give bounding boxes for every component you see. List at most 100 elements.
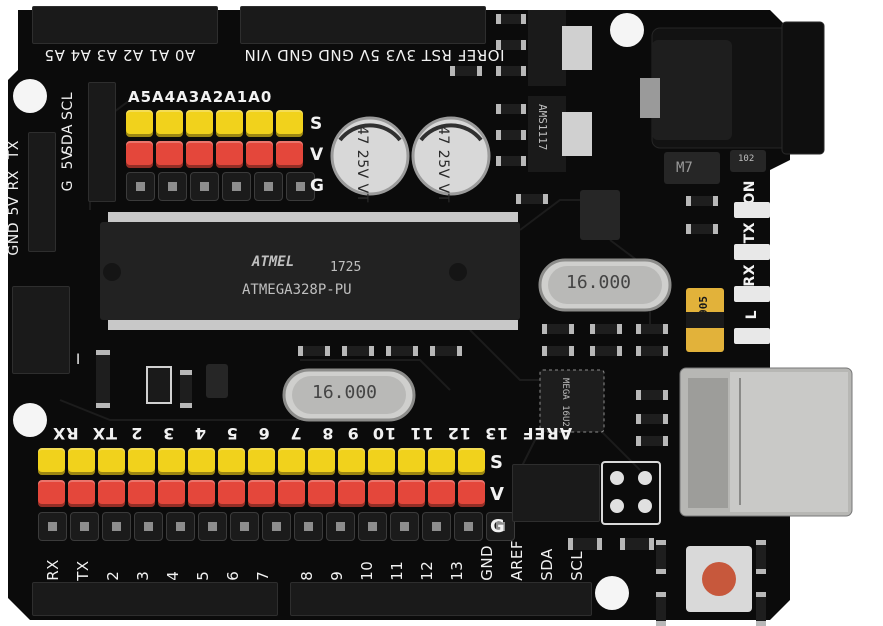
smd-resistor-19 xyxy=(756,540,766,574)
smd-cap-1 xyxy=(496,14,526,24)
digital-mark-v: V xyxy=(490,484,505,505)
smd-resistor-15 xyxy=(636,436,668,446)
mcu-brand: ATMEL xyxy=(252,254,295,270)
analog-mark-v: V xyxy=(310,145,324,165)
mount-hole-tr xyxy=(610,13,644,47)
smd-diode-1 xyxy=(96,350,110,408)
smd-cap-6 xyxy=(496,156,526,166)
uart-label-5v: 5V xyxy=(6,196,22,216)
smd-resistor-3 xyxy=(386,346,418,356)
capacitor-1-label: 47 25V VT xyxy=(354,126,370,203)
digital-top-labels: AREF 13 12 11 10 9 8 7 6 5 4 3 2 TX RX xyxy=(52,424,573,443)
analog-power-row xyxy=(126,141,303,168)
smd-code-102: 102 xyxy=(738,154,755,164)
crystal-secondary-label: 16.000 xyxy=(312,382,378,403)
digital-power-row xyxy=(38,480,485,507)
led-tx xyxy=(734,244,770,260)
icsp-outline xyxy=(601,461,661,525)
mcu-part: ATMEGA328P-PU xyxy=(242,282,352,298)
reset-button-cap xyxy=(702,562,736,596)
smd-chip-small xyxy=(206,364,228,398)
led-rx xyxy=(734,286,770,302)
smd-resistor-9 xyxy=(590,346,622,356)
smd-resistor-16 xyxy=(180,370,192,408)
smd-resistor-2 xyxy=(342,346,374,356)
regulator-2 xyxy=(528,96,566,172)
smd-resistor-17 xyxy=(656,540,666,574)
smd-resistor-6 xyxy=(590,324,622,334)
digital-signal-row xyxy=(38,448,485,475)
smd-chip-102 xyxy=(730,150,766,172)
analog-signal-row xyxy=(126,110,303,137)
i2c-label-5v: 5V xyxy=(60,150,76,170)
mcu-date: 1725 xyxy=(330,260,362,275)
uart-label-gnd: GND xyxy=(6,222,22,256)
uart-label-rx: RX xyxy=(6,170,22,191)
smd-cap-4 xyxy=(496,104,526,114)
smd-resistor-4 xyxy=(430,346,462,356)
capacitor-2-label: 47 25V VT xyxy=(435,126,451,203)
analog-mark-g: G xyxy=(310,176,325,196)
digital-mark-g: G xyxy=(490,516,506,537)
smd-resistor-14 xyxy=(636,414,668,424)
male-header-block xyxy=(512,464,600,522)
smd-cap-2 xyxy=(496,40,526,50)
digital-ground-row xyxy=(38,512,515,541)
smd-resistor-8 xyxy=(542,346,574,356)
smd-cap-9 xyxy=(568,538,602,550)
regulator-m7 xyxy=(664,152,720,184)
fuse-label: A905 xyxy=(697,296,710,323)
mount-hole-tl xyxy=(13,79,47,113)
mount-hole-bl xyxy=(13,403,47,437)
smd-cap-3 xyxy=(496,66,526,76)
smd-cap-8 xyxy=(516,194,548,204)
bottom-digital-header-1 xyxy=(32,582,278,616)
analog-block-labels: A5A4A3A2A1A0 xyxy=(128,88,273,106)
smd-resistor-18 xyxy=(656,592,666,626)
smd-resistor-12 xyxy=(686,224,718,234)
mcu-body xyxy=(100,222,520,320)
regulator-1 xyxy=(528,10,566,86)
usb-interface-chip xyxy=(539,369,605,433)
icsp-left-label: I xyxy=(76,352,81,368)
smd-diode-2 xyxy=(146,366,172,404)
bottom-digital-header-2 xyxy=(290,582,592,616)
smd-cap-5 xyxy=(496,130,526,140)
regulator-m7-label: M7 xyxy=(676,160,693,176)
digital-bottom-labels: RX TX 2 3 4 5 6 7 8 9 10 11 12 13 GND AR… xyxy=(44,540,586,581)
capacitor-2 xyxy=(411,116,491,196)
crystal-main-label: 16.000 xyxy=(566,272,632,293)
icsp-left-header xyxy=(12,286,70,374)
smd-resistor-11 xyxy=(686,196,718,206)
regulator-ams-label: AMS1117 xyxy=(536,104,549,151)
smd-resistor-7 xyxy=(636,324,668,334)
usb-chip-label: MEGA 16U2 xyxy=(560,378,570,427)
led-label-l: L xyxy=(744,310,760,320)
smd-chip-op xyxy=(580,190,620,240)
mount-hole-br xyxy=(595,576,629,610)
smd-resistor-20 xyxy=(756,592,766,626)
uart-header xyxy=(28,132,56,252)
smd-resistor-10 xyxy=(636,346,668,356)
smd-cap-10 xyxy=(620,538,654,550)
smd-cap-7 xyxy=(450,66,482,76)
mcu-legs xyxy=(108,212,518,330)
top-analog-header xyxy=(32,6,218,44)
analog-ground-row xyxy=(126,172,315,201)
i2c-label-scl: SCL xyxy=(60,92,76,120)
led-l xyxy=(734,328,770,344)
top-power-labels: IOREF RST 3V3 5V GND GND VIN xyxy=(244,46,505,64)
smd-resistor-5 xyxy=(542,324,574,334)
led-label-tx: TX xyxy=(742,222,758,244)
uart-label-tx: TX xyxy=(6,140,22,160)
i2c-label-g: G xyxy=(60,180,76,192)
smd-resistor-1 xyxy=(298,346,330,356)
led-label-rx: RX xyxy=(742,264,758,287)
capacitor-1 xyxy=(330,116,410,196)
digital-mark-s: S xyxy=(490,452,504,473)
top-analog-labels: A0 A1 A2 A3 A4 A5 xyxy=(44,46,196,64)
i2c-header xyxy=(88,82,116,202)
smd-resistor-13 xyxy=(636,390,668,400)
led-label-on: ON xyxy=(742,180,758,205)
